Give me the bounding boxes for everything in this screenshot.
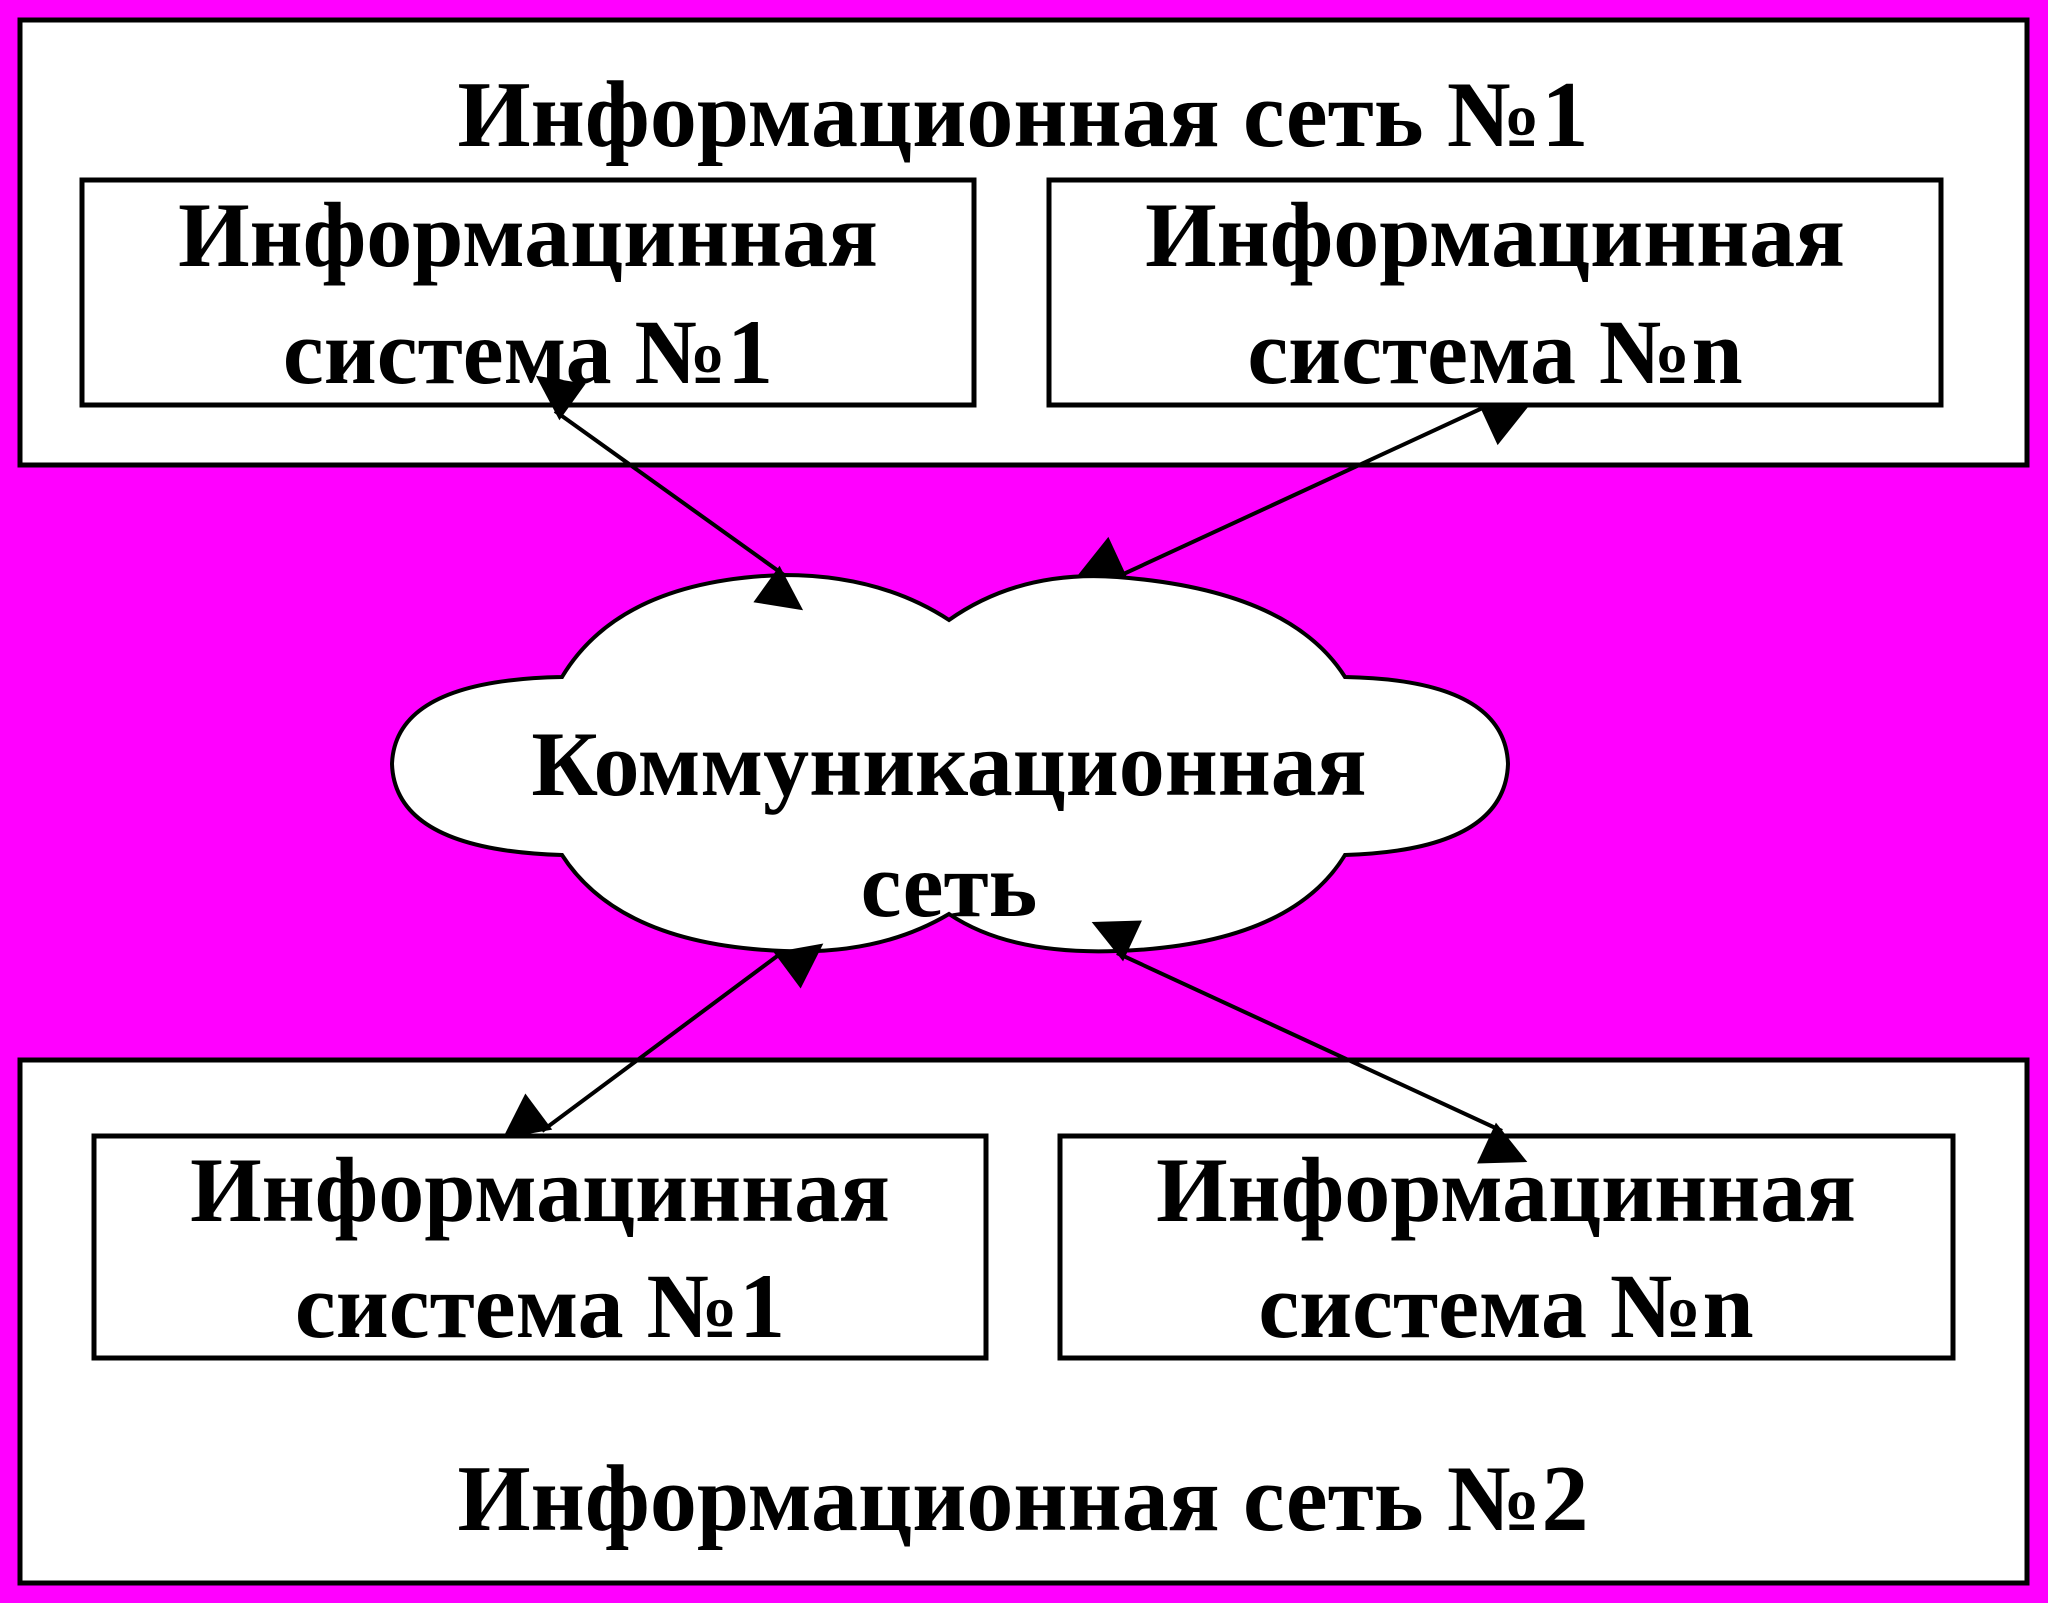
network-1-system-n-box (1046, 177, 1944, 408)
arrow-cloud-to-net2-sys1 (502, 943, 824, 1139)
arrow-net1-sys1-to-cloud (535, 375, 804, 611)
arrow-cloud-to-net2-sysn (1091, 920, 1528, 1164)
network-2-group: Информационная сеть №2 Информацинная сис… (17, 1057, 2030, 1586)
network-2-system-n-box (1057, 1133, 1956, 1361)
network-2-system-1-line2: система №1 (295, 1255, 785, 1357)
cloud-label-line1: Коммуникационная (531, 713, 1366, 815)
cloud-shape (389, 572, 1511, 954)
network-2-system-n-line2: система №n (1258, 1255, 1753, 1357)
network-1-system-1-line2: система №1 (283, 301, 773, 403)
arrow-net1-sysn-to-cloud (1076, 403, 1530, 579)
network-2-system-1-box (91, 1133, 989, 1361)
network-1-system-1-line1: Информацинная (178, 184, 878, 286)
communication-network-cloud: Коммуникационная сеть (389, 572, 1511, 954)
network-2-system-1-line1: Информацинная (190, 1139, 890, 1241)
connections (502, 375, 1530, 1164)
network-1-system-n-line1: Информацинная (1145, 184, 1845, 286)
network-1-system-1-box (79, 177, 977, 408)
network-1-title: Информационная сеть №1 (458, 63, 1589, 167)
cloud-label-line2: сеть (861, 834, 1038, 936)
network-2-system-n-line1: Информацинная (1156, 1139, 1856, 1241)
network-1-system-n-line2: система №n (1247, 301, 1742, 403)
network-1-group: Информационная сеть №1 Информацинная сис… (17, 17, 2030, 468)
network-2-title: Информационная сеть №2 (458, 1447, 1589, 1551)
